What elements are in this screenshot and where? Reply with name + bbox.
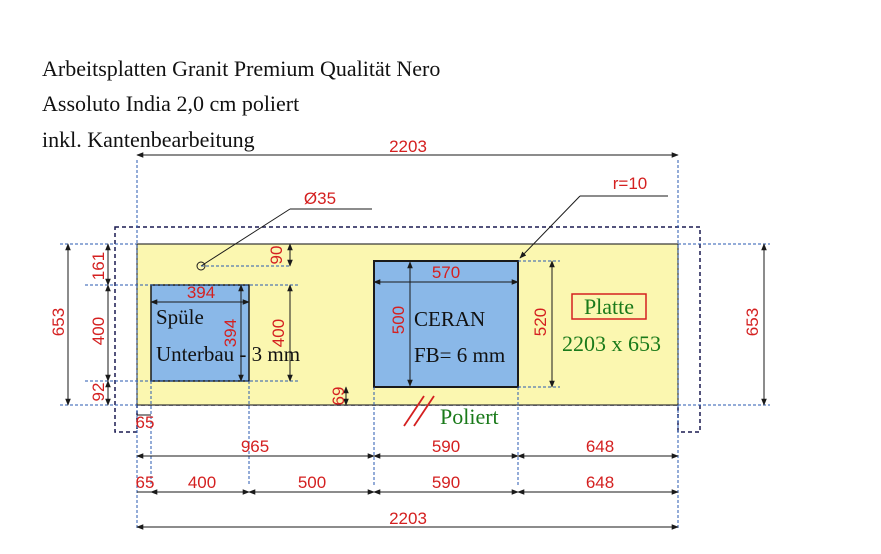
dim-corner-radius: r=10 bbox=[613, 174, 648, 193]
dim-hob-width: 570 bbox=[432, 263, 460, 282]
dim-left-92: 92 bbox=[89, 383, 108, 402]
dim-row2-500: 500 bbox=[298, 473, 326, 492]
dim-row2-590: 590 bbox=[432, 473, 460, 492]
dim-offset-65-top: 65 bbox=[136, 413, 155, 432]
dim-hole-diameter: Ø35 bbox=[304, 189, 336, 208]
plate-title: Platte bbox=[584, 294, 634, 319]
dim-hob-height: 500 bbox=[389, 306, 408, 334]
outer-dashed-outline bbox=[114, 226, 701, 433]
dim-row1-965: 965 bbox=[241, 437, 269, 456]
sink-label-line2: Unterbau - 3 mm bbox=[156, 342, 300, 366]
dim-sink-height-outer: 400 bbox=[269, 319, 288, 347]
title-line-3: inkl. Kantenbearbeitung bbox=[42, 127, 255, 152]
dim-height-left: 653 bbox=[49, 308, 68, 336]
polished-edge-icon bbox=[403, 395, 435, 427]
dim-left-161: 161 bbox=[89, 252, 108, 280]
dim-row2-65: 65 bbox=[136, 473, 155, 492]
dim-row1-648: 648 bbox=[586, 437, 614, 456]
hob-label-line2: FB= 6 mm bbox=[414, 343, 505, 367]
dim-offset-69: 69 bbox=[329, 387, 348, 406]
dim-sink-width: 394 bbox=[187, 283, 215, 302]
title-line-1: Arbeitsplatten Granit Premium Qualität N… bbox=[42, 56, 440, 81]
polished-label: Poliert bbox=[440, 404, 499, 429]
sink-label-line1: Spüle bbox=[156, 305, 204, 329]
extension-lines bbox=[60, 160, 770, 530]
dim-sink-height: 394 bbox=[221, 319, 240, 347]
dim-hob-height-outer: 520 bbox=[531, 308, 550, 336]
title-line-2: Assoluto India 2,0 cm poliert bbox=[42, 91, 299, 116]
dim-height-right: 653 bbox=[743, 308, 762, 336]
dim-bottom-total: 2203 bbox=[389, 509, 427, 528]
dim-row1-590: 590 bbox=[432, 437, 460, 456]
dim-row2-648: 648 bbox=[586, 473, 614, 492]
dim-left-400: 400 bbox=[89, 317, 108, 345]
hob-label-line1: CERAN bbox=[414, 307, 485, 331]
dim-hole-offset-90: 90 bbox=[267, 246, 286, 265]
plate-label-box bbox=[571, 293, 647, 320]
dim-row2-400: 400 bbox=[188, 473, 216, 492]
dim-top-total: 2203 bbox=[389, 137, 427, 156]
plate-size: 2203 x 653 bbox=[562, 331, 661, 356]
